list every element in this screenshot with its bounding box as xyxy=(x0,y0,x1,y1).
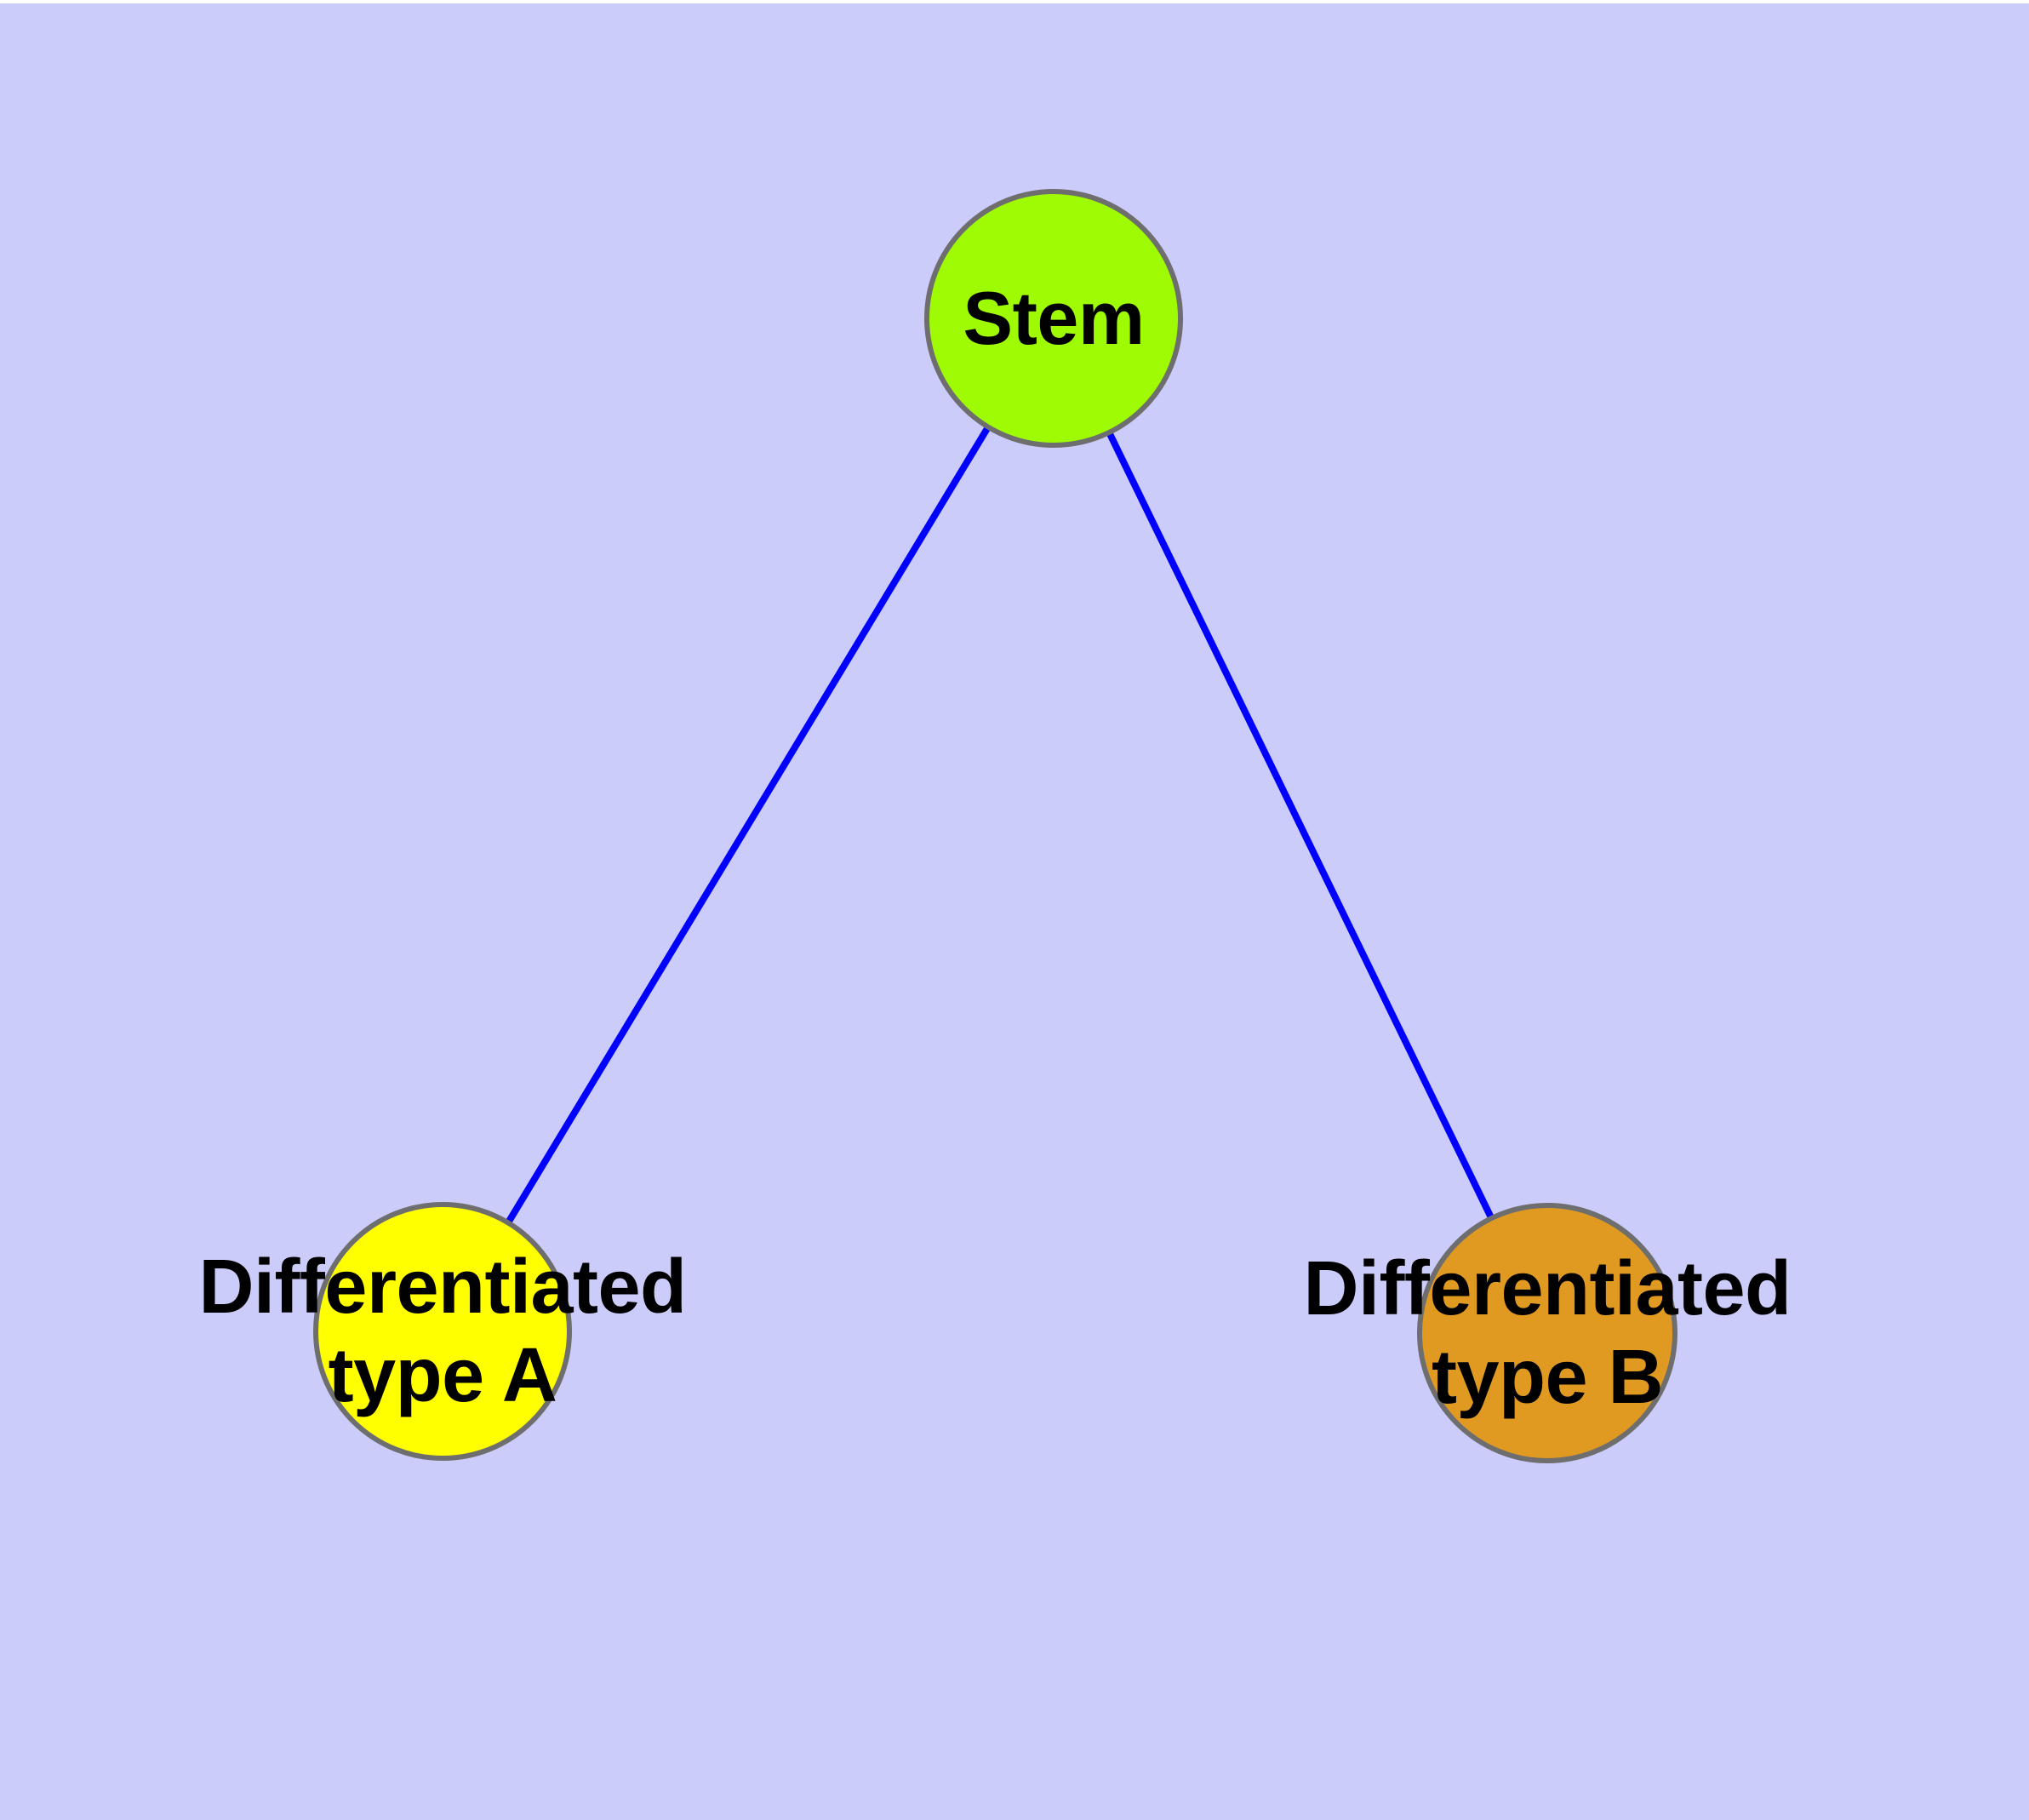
graph-node-circle-diff_b[interactable] xyxy=(1417,1203,1677,1463)
graph-node-circle-stem[interactable] xyxy=(924,189,1183,448)
edges-layer xyxy=(506,426,1495,1224)
graph-node-differentiated-type-a[interactable] xyxy=(313,1202,572,1461)
graph-edge-stem-to-diff_b xyxy=(1106,432,1495,1219)
graph-node-stem[interactable] xyxy=(924,189,1183,448)
graph-edge-stem-to-diff_a xyxy=(506,426,991,1224)
graph-node-circle-diff_a[interactable] xyxy=(313,1202,572,1461)
nodes-layer xyxy=(313,189,1677,1463)
graph-node-differentiated-type-b[interactable] xyxy=(1417,1203,1677,1463)
